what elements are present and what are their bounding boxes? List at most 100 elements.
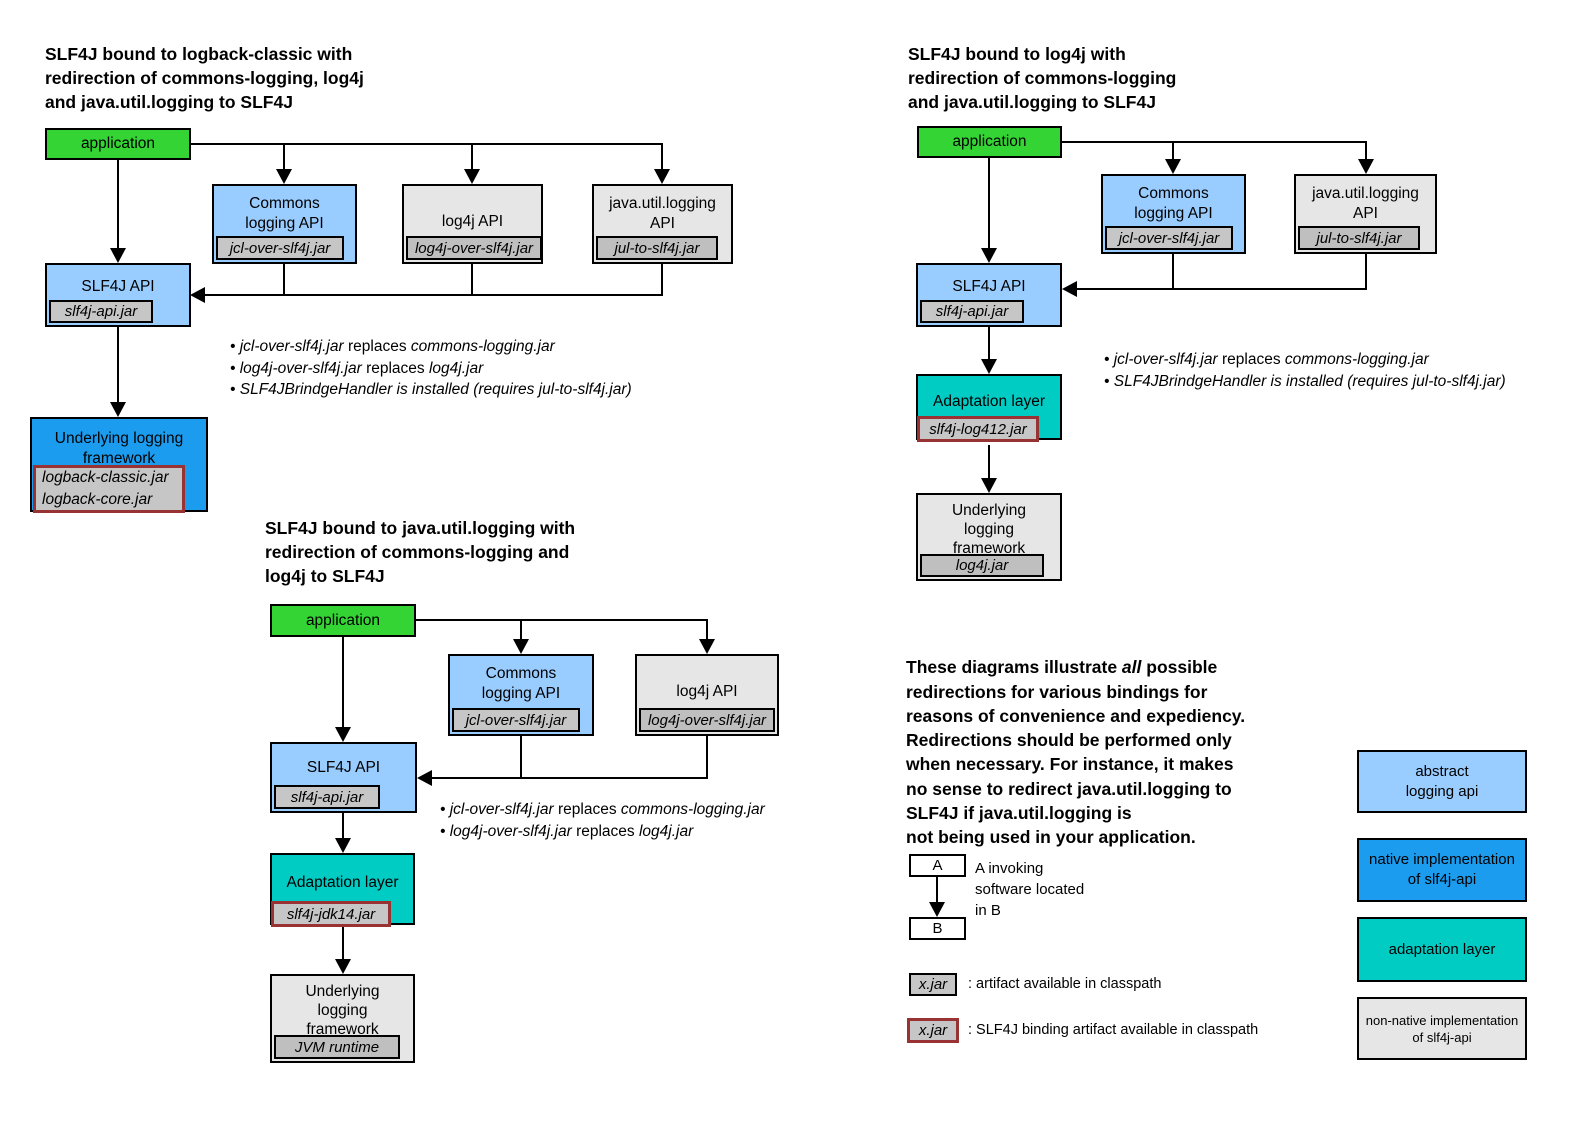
d3-underlying-framework-box: Underlying logging framework JVM runtime xyxy=(270,974,415,1063)
d3-slf4j-jar-tag: slf4j-api.jar xyxy=(274,785,380,809)
d1-bullets: • jcl-over-slf4j.jar replaces commons-lo… xyxy=(230,336,632,401)
d2-jul-jar-tag: jul-to-slf4j.jar xyxy=(1298,226,1420,250)
d1-commons-api-label: Commons logging API xyxy=(245,195,324,232)
legend-box-a: A xyxy=(909,854,966,877)
d1-drop-log4j-arrow xyxy=(464,169,480,184)
d2-slf4j-api-box: SLF4J API slf4j-api.jar xyxy=(916,263,1062,327)
d1-log4j-jar-tag: log4j-over-slf4j.jar xyxy=(406,236,542,260)
d1-commons-jar-tag: jcl-over-slf4j.jar xyxy=(216,236,344,260)
d1-application-label: application xyxy=(80,135,156,152)
d1-commons-api-box: Commons logging API jcl-over-slf4j.jar xyxy=(212,184,357,264)
d3-commons-api-box: Commons logging API jcl-over-slf4j.jar xyxy=(448,654,594,736)
d1-application-box: application xyxy=(45,128,191,160)
d1-slf4j-to-underlying-line xyxy=(117,327,119,403)
d1-slf4j-api-label: SLF4J API xyxy=(81,278,155,295)
diagram2-title: SLF4J bound to log4j with redirection of… xyxy=(908,44,1177,112)
legend-artifact-tag: x.jar xyxy=(909,973,957,996)
d3-application-box: application xyxy=(270,604,416,637)
legend-abstract-api-box: abstract logging api xyxy=(1357,750,1527,813)
d2-log4j-jar-tag: log4j.jar xyxy=(920,554,1044,577)
d1-app-to-slf4j-line xyxy=(117,160,119,249)
d3-slf4j-api-box: SLF4J API slf4j-api.jar xyxy=(270,742,417,813)
d2-commons-down-line xyxy=(1172,254,1174,290)
bullet-line: • jcl-over-slf4j.jar replaces commons-lo… xyxy=(1104,351,1429,368)
d1-apis-to-slf4j-line xyxy=(204,294,663,296)
d2-application-label: application xyxy=(952,133,1027,150)
d2-commons-api-label: Commons logging API xyxy=(1134,185,1213,222)
d3-commons-api-label: Commons logging API xyxy=(481,665,561,702)
d2-jul-api-box: java.util.logging API jul-to-slf4j.jar xyxy=(1294,174,1437,254)
d2-jul-api-label: java.util.logging API xyxy=(1312,185,1419,222)
d1-app-to-slf4j-arrow xyxy=(110,248,126,263)
d3-binding-jar-tag: slf4j-jdk14.jar xyxy=(271,901,391,927)
d2-adaptation-layer-label: Adaptation layer xyxy=(932,393,1046,410)
legend-non-native-impl-box: non-native implementation of slf4j-api xyxy=(1357,997,1527,1060)
d3-adaptation-to-underlying-line xyxy=(342,927,344,960)
d2-bullets: • jcl-over-slf4j.jar replaces commons-lo… xyxy=(1104,349,1506,392)
note-paragraph: These diagrams illustrate all possible r… xyxy=(906,631,1396,850)
legend-box-a-label: A xyxy=(932,857,943,874)
d2-apis-to-slf4j-arrow xyxy=(1062,281,1077,297)
d1-jul-api-box: java.util.logging API jul-to-slf4j.jar xyxy=(592,184,733,264)
d2-underlying-framework-box: Underlying logging framework log4j.jar xyxy=(916,493,1062,581)
d1-drop-commons-line xyxy=(283,144,285,169)
d3-application-label: application xyxy=(305,611,381,629)
note-emph: all xyxy=(1121,657,1142,678)
d3-adaptation-layer-label: Adaptation layer xyxy=(286,874,399,891)
d3-jvm-runtime-tag: JVM runtime xyxy=(274,1035,400,1059)
d1-jul-down-line xyxy=(661,264,663,295)
d1-drop-log4j-line xyxy=(471,144,473,169)
legend-a-to-b-line xyxy=(936,877,938,903)
legend-box-b-label: B xyxy=(932,920,943,937)
d2-drop-jul-line xyxy=(1365,142,1367,160)
d2-binding-jar-tag: slf4j-log412.jar xyxy=(917,416,1039,442)
d3-adaptation-to-underlying-arrow xyxy=(335,959,351,974)
d3-commons-down-line xyxy=(520,736,522,779)
d1-drop-jul-line xyxy=(661,144,663,169)
d2-slf4j-to-adaptation-arrow xyxy=(981,359,997,374)
legend-a-to-b-arrow xyxy=(929,902,945,917)
d3-drop-commons-arrow xyxy=(513,639,529,654)
d3-commons-jar-tag: jcl-over-slf4j.jar xyxy=(452,708,580,732)
d3-drop-log4j-arrow xyxy=(699,639,715,654)
d1-log4j-down-line xyxy=(471,264,473,296)
d3-app-branch-line xyxy=(416,619,708,621)
d2-commons-api-box: Commons logging API jcl-over-slf4j.jar xyxy=(1101,174,1246,254)
d2-apis-to-slf4j-line xyxy=(1077,288,1367,290)
d2-app-to-slf4j-line xyxy=(988,158,990,249)
d2-app-branch-line xyxy=(1062,141,1367,143)
d1-jul-api-label: java.util.logging API xyxy=(609,195,716,232)
note-pre: These diagrams illustrate xyxy=(906,657,1122,678)
note-post: possible redirections for various bindin… xyxy=(906,657,1246,848)
legend-artifact-text: : artifact available in classpath xyxy=(968,976,1162,992)
legend-binding-tag: x.jar xyxy=(907,1018,959,1043)
d2-app-to-slf4j-arrow xyxy=(981,248,997,263)
d1-slf4j-to-underlying-arrow xyxy=(110,402,126,417)
d3-log4j-api-label: log4j API xyxy=(676,683,738,700)
d3-drop-commons-line xyxy=(520,620,522,640)
d3-slf4j-to-adaptation-line xyxy=(342,813,344,839)
d2-commons-jar-tag: jcl-over-slf4j.jar xyxy=(1105,226,1233,250)
d3-log4j-jar-tag: log4j-over-slf4j.jar xyxy=(639,708,775,732)
d1-log4j-api-box: log4j API log4j-over-slf4j.jar xyxy=(402,184,543,264)
d1-drop-jul-arrow xyxy=(654,169,670,184)
d2-underlying-framework-label: Underlying logging framework xyxy=(951,502,1027,557)
bullet-line: • jcl-over-slf4j.jar replaces commons-lo… xyxy=(230,338,555,355)
d3-slf4j-to-adaptation-arrow xyxy=(335,838,351,853)
d2-adaptation-to-underlying-arrow xyxy=(981,478,997,493)
d2-drop-jul-arrow xyxy=(1358,159,1374,174)
d3-app-to-slf4j-arrow xyxy=(335,727,351,742)
d1-underlying-framework-box: Underlying logging framework logback-cla… xyxy=(30,417,208,513)
d3-apis-to-slf4j-arrow xyxy=(417,770,432,786)
legend-invoke-note: A invoking software located in B xyxy=(975,860,1085,919)
legend-box-b: B xyxy=(909,917,966,940)
d3-adaptation-layer-box: Adaptation layer slf4j-jdk14.jar xyxy=(270,853,415,927)
d3-app-to-slf4j-line xyxy=(342,637,344,728)
d3-slf4j-api-label: SLF4J API xyxy=(306,759,381,776)
diagram3-title: SLF4J bound to java.util.logging with re… xyxy=(265,518,576,586)
d1-jul-jar-tag: jul-to-slf4j.jar xyxy=(596,236,718,260)
d1-log4j-api-label: log4j API xyxy=(441,213,504,230)
legend-binding-text: : SLF4J binding artifact available in cl… xyxy=(968,1022,1259,1038)
d3-log4j-api-box: log4j API log4j-over-slf4j.jar xyxy=(635,654,779,736)
d2-drop-commons-arrow xyxy=(1165,159,1181,174)
